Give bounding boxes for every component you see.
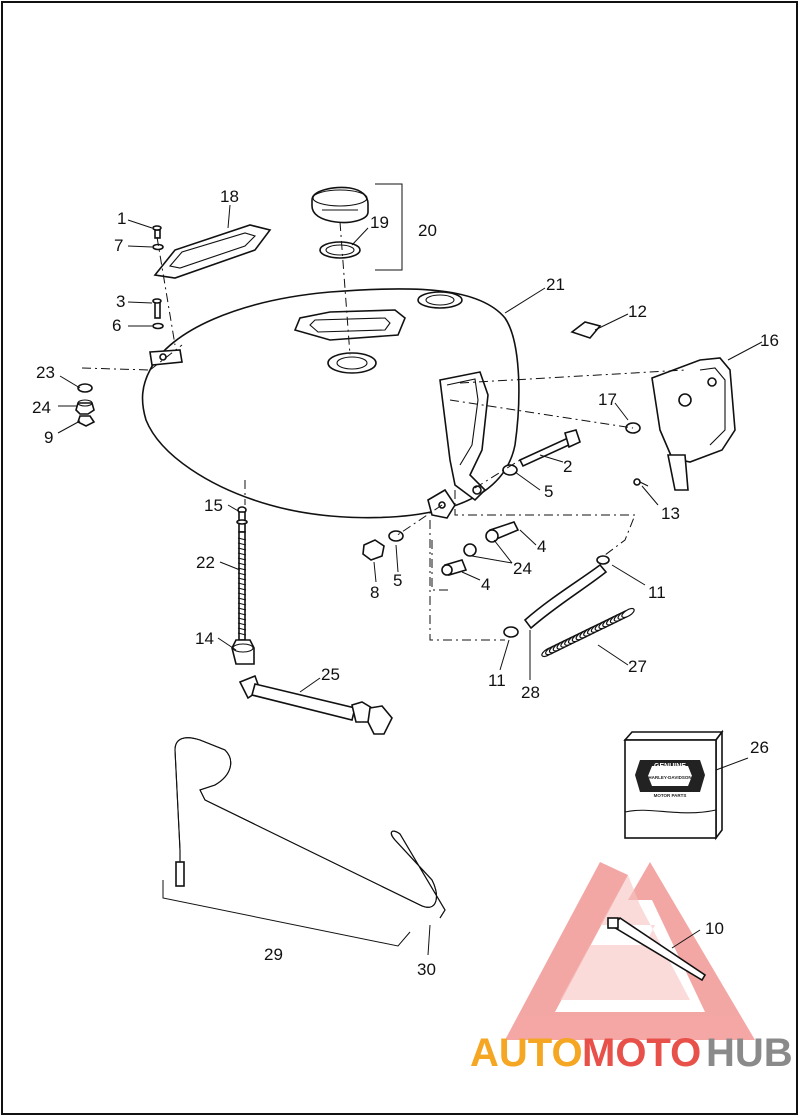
- console-gasket: [153, 224, 272, 279]
- thread-line: [237, 547, 247, 551]
- parts-kit-package: GENUINE HARLEY-DAVIDSON MOTOR PARTS: [623, 729, 724, 841]
- screw-13: [633, 478, 649, 487]
- callout-14: 14: [195, 629, 214, 648]
- thread-line: [237, 552, 247, 556]
- watermark-text: AUTO MOTO HUB: [470, 1031, 793, 1075]
- callout-22: 22: [196, 553, 215, 572]
- callout-4-lower: 4: [481, 575, 490, 594]
- callout-9: 9: [44, 428, 53, 447]
- watermark-text-hub: HUB: [706, 1031, 793, 1075]
- callout-21: 21: [546, 275, 565, 294]
- callout-30: 30: [417, 960, 436, 979]
- spacers-and-bushings: [441, 521, 520, 576]
- callout-27: 27: [628, 657, 647, 676]
- callout-19: 19: [370, 213, 389, 232]
- package-label-motor-parts: MOTOR PARTS: [654, 793, 687, 798]
- hose-guard-spring: [541, 607, 635, 658]
- callout-10: 10: [705, 919, 724, 938]
- fuel-cap: [311, 186, 369, 224]
- callout-2: 2: [563, 457, 572, 476]
- thread-line: [237, 597, 247, 601]
- callout-17: 17: [598, 390, 617, 409]
- crossover-tube: [174, 737, 446, 919]
- callout-12: 12: [628, 302, 647, 321]
- thread-line: [237, 607, 247, 611]
- mount-bolt: [518, 429, 581, 468]
- package-label-brand: HARLEY-DAVIDSON: [648, 775, 691, 780]
- fuel-valve: [231, 506, 255, 665]
- tank-cover: [651, 357, 736, 491]
- hose-clamps: [503, 555, 610, 638]
- callout-16: 16: [760, 331, 779, 350]
- thread-line: [237, 572, 247, 576]
- wire-clip: [570, 321, 602, 339]
- callout-29: 29: [264, 945, 283, 964]
- thread-line: [237, 582, 247, 586]
- callout-23: 23: [36, 363, 55, 382]
- thread-line: [237, 627, 247, 631]
- callout-5-rear: 5: [544, 482, 553, 501]
- watermark-text-auto: AUTO: [470, 1031, 583, 1075]
- watermark-text-moto: MOTO: [582, 1031, 701, 1075]
- thread-line: [237, 562, 247, 566]
- cap-gasket: [319, 241, 361, 259]
- thread-line: [237, 567, 247, 571]
- front-mount-hardware: [75, 383, 96, 427]
- callout-24-rear: 24: [513, 559, 532, 578]
- callout-28: 28: [521, 683, 540, 702]
- callout-20: 20: [418, 221, 437, 240]
- cable-strap: [607, 916, 707, 982]
- callout-26: 26: [750, 738, 769, 757]
- callout-11-right: 11: [648, 583, 666, 602]
- callout-15: 15: [204, 496, 223, 515]
- callout-25: 25: [321, 665, 340, 684]
- spring-coil: [621, 607, 635, 619]
- package-label-genuine: GENUINE: [654, 763, 686, 770]
- screw-and-washers-front: [152, 225, 164, 330]
- callout-13: 13: [661, 504, 680, 523]
- callout-1: 1: [117, 209, 126, 228]
- callout-7: 7: [114, 236, 123, 255]
- thread-line: [237, 577, 247, 581]
- thread-line: [237, 622, 247, 626]
- thread-line: [237, 632, 247, 636]
- leader-lines: [57, 204, 763, 956]
- thread-line: [237, 612, 247, 616]
- thread-line: [237, 617, 247, 621]
- thread-line: [237, 537, 247, 541]
- callout-11-left: 11: [488, 671, 506, 690]
- callout-6: 6: [112, 316, 121, 335]
- callout-8: 8: [370, 583, 379, 602]
- fuel-line: [523, 563, 608, 630]
- thread-line: [237, 557, 247, 561]
- fuel-tank: [141, 288, 520, 519]
- fuel-line-assembly: [238, 674, 393, 735]
- thread-line: [237, 587, 247, 591]
- nut-8: [362, 539, 385, 561]
- callout-labels: 1 2 3 4 4 5 5 6 7 8 9 10 11 11 12 13 14 …: [32, 187, 779, 979]
- thread-line: [237, 592, 247, 596]
- callout-24-front: 24: [32, 398, 51, 417]
- callout-3: 3: [116, 292, 125, 311]
- thread-line: [237, 602, 247, 606]
- thread-line: [237, 542, 247, 546]
- callout-5-front: 5: [393, 571, 402, 590]
- valve-threads: [237, 537, 247, 636]
- callout-18: 18: [220, 187, 239, 206]
- washer-5-front: [388, 530, 404, 542]
- watermark-logo: [505, 862, 755, 1040]
- callout-4-upper: 4: [537, 537, 546, 556]
